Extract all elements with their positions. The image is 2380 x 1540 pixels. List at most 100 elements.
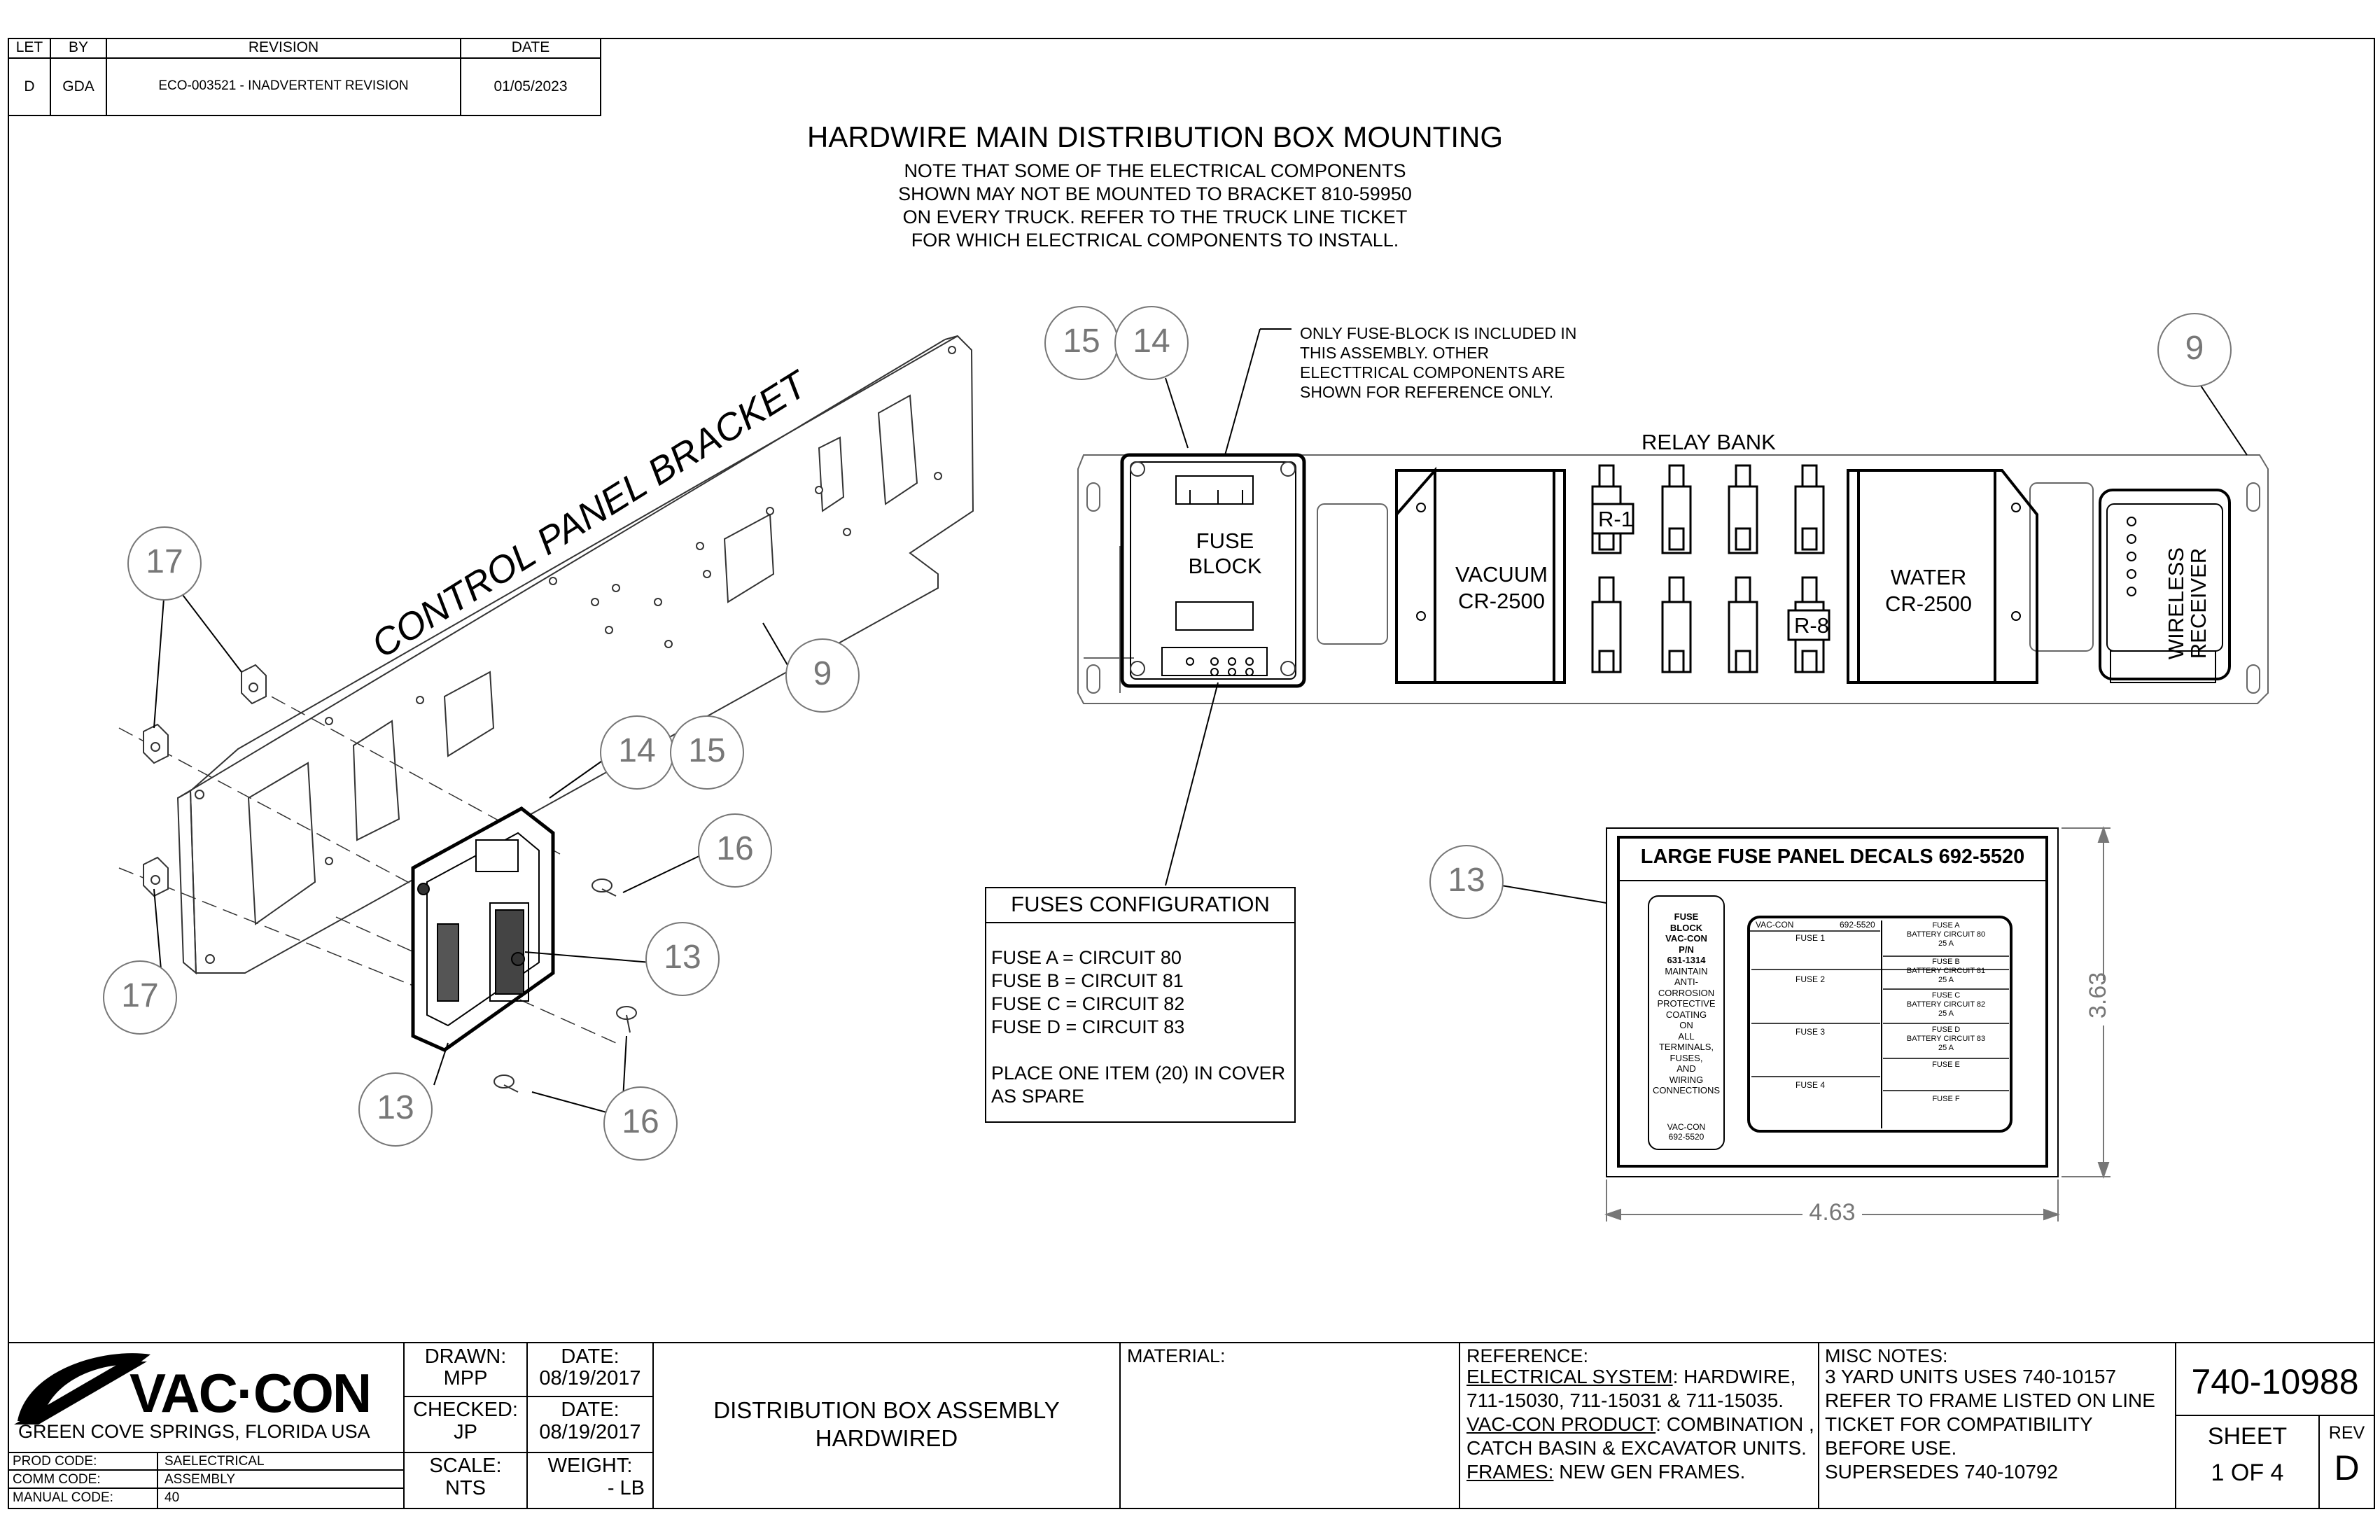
fuse-circuit-line: FUSE C = CIRCUIT 82 — [991, 993, 1185, 1014]
note-line: ON EVERY TRUCK. REFER TO THE TRUCK LINE … — [902, 206, 1408, 227]
leader-lines-left — [153, 589, 788, 1114]
clip-nut — [143, 664, 267, 897]
misc-notes-label: MISC NOTES: — [1825, 1345, 1948, 1366]
spare-line: PLACE ONE ITEM (20) IN COVER — [991, 1063, 1286, 1084]
reference-key: ELECTRICAL SYSTEM — [1466, 1366, 1673, 1387]
decal-left-line: TERMINALS, — [1658, 1042, 1714, 1052]
decal-fuse-cell: FUSE C BATTERY CIRCUIT 82 25 A — [1883, 991, 2009, 1018]
drawn-label: DRAWN: — [424, 1345, 507, 1368]
misc-notes: 3 YARD UNITS USES 740-10157 REFER TO FRA… — [1825, 1365, 2155, 1484]
decal-title: LARGE FUSE PANEL DECALS 692-5520 — [1640, 846, 2025, 868]
misc-line: SUPERSEDES 740-10792 — [1825, 1461, 2059, 1483]
balloon-circles — [103, 306, 2232, 1161]
vacuum-line: CR-2500 — [1457, 589, 1546, 613]
rev-letter: D — [24, 78, 35, 94]
relay-r1-label: R-1 — [1598, 507, 1633, 531]
balloon-14: 14 — [618, 732, 656, 769]
dimension-width: 4.63 — [1809, 1199, 1856, 1226]
decal-fuse-row: FUSE 3 — [1795, 1027, 1826, 1037]
wireless-receiver-body — [2099, 489, 2231, 683]
fuse-circuit-line: FUSE B = CIRCUIT 81 — [991, 970, 1184, 991]
balloon-13: 13 — [377, 1089, 414, 1126]
rev-label: REV — [2328, 1423, 2365, 1443]
relay-bank-title: RELAY BANK — [1642, 430, 1776, 454]
dimension-lines — [1604, 825, 2110, 1222]
rev-header-date: DATE — [511, 39, 550, 55]
checked-by: JP — [454, 1421, 477, 1443]
dimension-height: 3.63 — [2085, 972, 2111, 1018]
fuse-cell-line: FUSE C — [1931, 991, 1961, 1000]
water-relay-body — [1847, 469, 2038, 684]
balloon-17: 17 — [146, 543, 183, 580]
decal-left-footer: VAC-CON 692-5520 — [1648, 1122, 1724, 1142]
manual-code-value: 40 — [164, 1490, 180, 1505]
decal-left-line: ALL — [1678, 1030, 1695, 1042]
page-title: HARDWIRE MAIN DISTRIBUTION BOX MOUNTING — [806, 120, 1503, 153]
decal-fuse-cell: FUSE E — [1932, 1060, 1960, 1069]
fuse-block-iso — [411, 806, 555, 1052]
wireless-line: WIRELESS — [2164, 547, 2188, 660]
misc-line: BEFORE USE. — [1825, 1437, 1957, 1459]
decal-fuse-cell: FUSE B BATTERY CIRCUIT 81 25 A — [1883, 958, 2009, 985]
decal-footer-line: 692-5520 — [1668, 1132, 1704, 1142]
note-line: NOTE THAT SOME OF THE ELECTRICAL COMPONE… — [904, 160, 1406, 181]
vac-con-logo — [14, 1353, 150, 1424]
wireless-line: RECEIVER — [2186, 547, 2211, 659]
weight-value: - LB — [607, 1477, 645, 1499]
fuse-cell-line: BATTERY CIRCUIT 82 — [1906, 1000, 1986, 1009]
balloon-17: 17 — [121, 977, 159, 1014]
revision-block-grid — [8, 38, 601, 116]
decal-fuse-cell: FUSE F — [1932, 1095, 1960, 1103]
decal-left-line: CORROSION — [1658, 987, 1715, 998]
fuse-block-front — [1120, 453, 1306, 688]
leader-lines-right — [1165, 328, 2248, 904]
rev-header-let: LET — [15, 39, 43, 55]
date-label: DATE: — [561, 1345, 620, 1368]
note-line: SHOWN MAY NOT BE MOUNTED TO BRACKET 810-… — [898, 183, 1412, 204]
checked-label: CHECKED: — [413, 1399, 518, 1421]
company-location: GREEN COVE SPRINGS, FLORIDA USA — [18, 1421, 370, 1442]
decal-left-line: WIRING — [1669, 1074, 1704, 1085]
wireless-receiver-label: WIRELESS RECEIVER — [2164, 523, 2211, 684]
decal-left-line: AND — [1676, 1063, 1696, 1074]
note-line: FOR WHICH ELECTRICAL COMPONENTS TO INSTA… — [911, 230, 1399, 251]
decal-left-line: CONNECTIONS — [1652, 1085, 1721, 1096]
manual-code-label: MANUAL CODE: — [13, 1490, 113, 1505]
scale-label: SCALE: — [429, 1455, 502, 1477]
balloon-9: 9 — [813, 655, 832, 692]
decal-part-number: 692-5520 — [1840, 920, 1875, 930]
fuse-cell-line: BATTERY CIRCUIT 80 — [1906, 930, 1986, 939]
vacuum-relay-label: VACUUM CR-2500 — [1435, 561, 1568, 615]
reference-notes: ELECTRICAL SYSTEM: HARDWIRE, 711-15030, … — [1466, 1365, 1814, 1484]
balloon-16: 16 — [622, 1103, 659, 1140]
mounting-note: NOTE THAT SOME OF THE ELECTRICAL COMPONE… — [770, 160, 1540, 252]
decal-fuse-row: FUSE 1 — [1795, 933, 1826, 943]
part-number: 740-10988 — [2191, 1362, 2359, 1401]
misc-line: TICKET FOR COMPATIBILITY — [1825, 1413, 2093, 1435]
rev-header-by: BY — [68, 39, 88, 55]
rev-letter-title: D — [2334, 1448, 2360, 1488]
decal-left-line: VAC-CON — [1665, 933, 1707, 944]
reference-key: FRAMES: — [1466, 1461, 1554, 1483]
reference-text: : HARDWIRE, — [1672, 1366, 1796, 1387]
note-line: ONLY FUSE-BLOCK IS INCLUDED IN — [1300, 324, 1577, 342]
decal-fuse-row: FUSE 2 — [1795, 974, 1826, 984]
rev-date: 01/05/2023 — [493, 78, 568, 94]
balloon-15: 15 — [688, 732, 726, 769]
balloon-13: 13 — [664, 939, 701, 976]
decal-left-line: PROTECTIVE — [1657, 998, 1716, 1009]
decal-left-line: 631-1314 — [1667, 955, 1706, 965]
fuse-cell-line: 25 A — [1938, 1044, 1954, 1052]
fuse-cell-line: FUSE D — [1931, 1026, 1961, 1034]
drawn-date: 08/19/2017 — [539, 1367, 641, 1390]
relay-r8-label: R-8 — [1794, 613, 1829, 638]
decal-left-line: COATING — [1665, 1009, 1707, 1020]
fuses-config-title: FUSES CONFIGURATION — [1011, 892, 1270, 916]
fuse-block-label: FUSE BLOCK — [1148, 528, 1302, 579]
scale-value: NTS — [445, 1477, 486, 1499]
drawing-description: DISTRIBUTION BOX ASSEMBLY HARDWIRED — [653, 1396, 1120, 1452]
misc-line: 3 YARD UNITS USES 740-10157 — [1825, 1366, 2117, 1387]
decal-footer-line: VAC-CON — [1667, 1122, 1706, 1132]
decal-left-line: ON — [1679, 1020, 1693, 1030]
